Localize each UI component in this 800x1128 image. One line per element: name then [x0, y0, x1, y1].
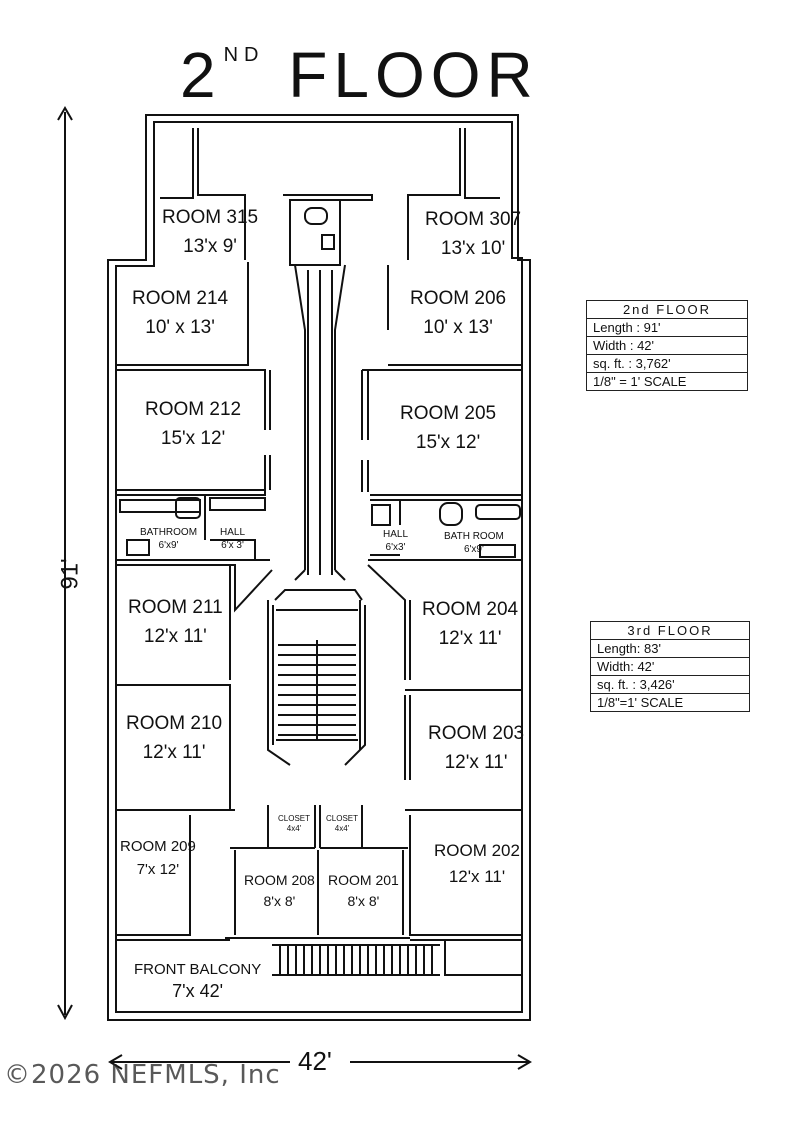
- second-floor-table-head: 2nd FLOOR: [586, 300, 748, 319]
- second-floor-width: Width : 42': [586, 336, 748, 355]
- central-corridor: [294, 264, 346, 570]
- width-dimension-line: [108, 1054, 532, 1070]
- copyright-watermark: ©2026 NEFMLS, Inc: [4, 1060, 281, 1090]
- third-floor-width: Width: 42': [590, 657, 750, 676]
- inner-wall: [115, 121, 523, 1013]
- third-floor-sqft: sq. ft. : 3,426': [590, 675, 750, 694]
- third-floor-table-head: 3rd FLOOR: [590, 621, 750, 640]
- second-floor-scale: 1/8" = 1' SCALE: [586, 372, 748, 391]
- stairs: [267, 589, 366, 766]
- balcony-rail: [272, 944, 440, 976]
- second-floor-info-table: 2nd FLOOR Length : 91' Width : 42' sq. f…: [586, 300, 748, 391]
- height-dimension-line: [57, 106, 73, 1021]
- third-floor-length: Length: 83': [590, 639, 750, 658]
- second-floor-sqft: sq. ft. : 3,762': [586, 354, 748, 373]
- outer-wall: [107, 114, 531, 1021]
- width-dimension-label: 42': [298, 1046, 332, 1076]
- height-dimension-label: 91': [56, 558, 84, 590]
- third-floor-scale: 1/8"=1' SCALE: [590, 693, 750, 712]
- third-floor-info-table: 3rd FLOOR Length: 83' Width: 42' sq. ft.…: [590, 621, 750, 712]
- top-bathroom: [283, 194, 373, 266]
- second-floor-length: Length : 91': [586, 318, 748, 337]
